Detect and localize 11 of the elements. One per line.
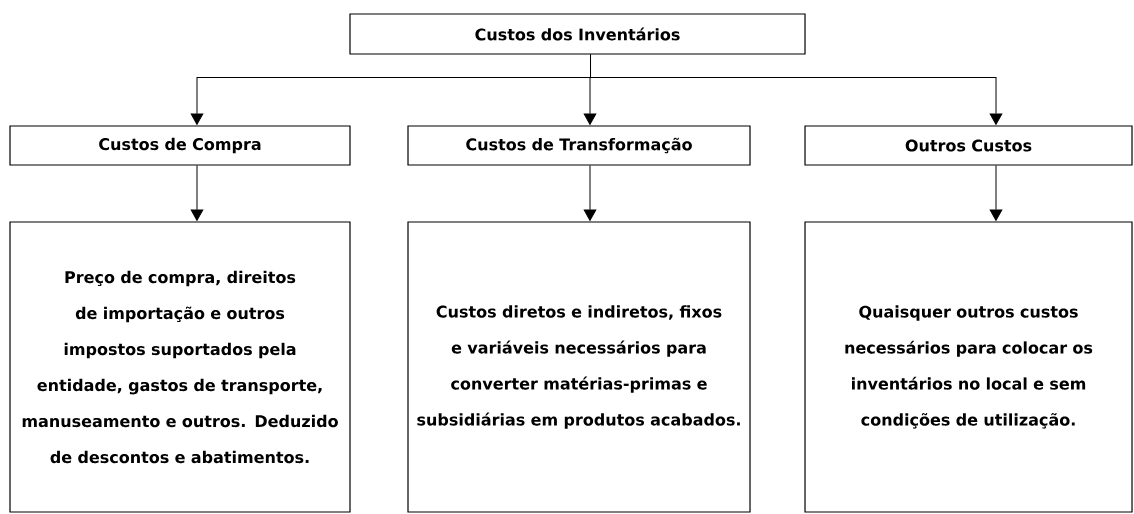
category-box: Outros Custos [804, 125, 1133, 166]
description-box: Quaisquer outros custos necessários para colocar os inventários no local e sem condições de utilização. [804, 221, 1133, 513]
category-box: Custos de Compra [9, 125, 351, 166]
description-box: Preço de compra, direitos de importação e outros impostos suportados pela entidade, gastos de transporte, manuseamento e outros. Deduzido de descontos e abatimentos. [9, 221, 351, 513]
arrow [989, 165, 1003, 221]
description-box: Custos diretos e indiretos, fixos e variáveis necessários para converter matérias-primas e subsidiárias em produtos acabados. [407, 221, 751, 513]
category-box: Custos de Transformação [407, 125, 751, 166]
arrow [590, 54, 1003, 125]
arrow [190, 165, 204, 221]
arrow [583, 165, 597, 221]
title-box: Custos dos Inventários [349, 13, 806, 55]
